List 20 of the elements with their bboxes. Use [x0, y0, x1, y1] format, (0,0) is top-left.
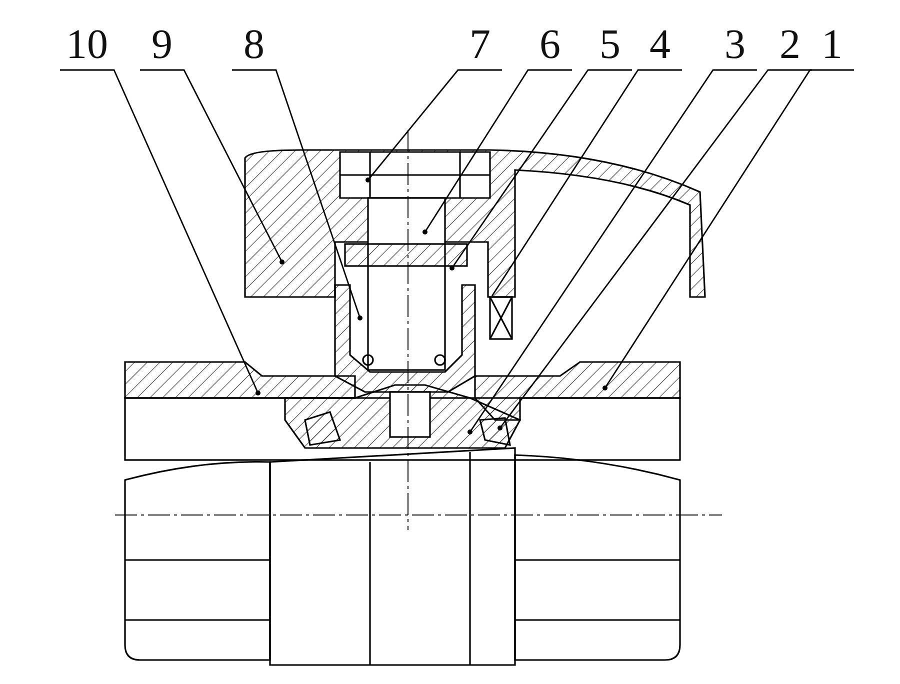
- callout-number: 2: [768, 20, 812, 70]
- leader-line: [422, 69, 572, 234]
- callout-number: 10: [60, 20, 114, 70]
- leader-line: [366, 69, 502, 182]
- callout-number: 9: [140, 20, 184, 70]
- leader-line: [602, 69, 854, 390]
- leader-line: [498, 69, 812, 430]
- leader-line: [60, 69, 260, 396]
- leader-line: [450, 69, 632, 270]
- callout-number: 7: [458, 20, 502, 70]
- callout-number: 6: [528, 20, 572, 70]
- callout-number: 1: [810, 20, 854, 70]
- callout-number: 3: [713, 20, 757, 70]
- callout-number: 5: [588, 20, 632, 70]
- callout-number: 8: [232, 20, 276, 70]
- leader-line: [491, 69, 682, 296]
- leader-line: [140, 69, 284, 264]
- callout-number: 4: [638, 20, 682, 70]
- leader-line: [468, 69, 757, 434]
- leader-line: [232, 69, 362, 320]
